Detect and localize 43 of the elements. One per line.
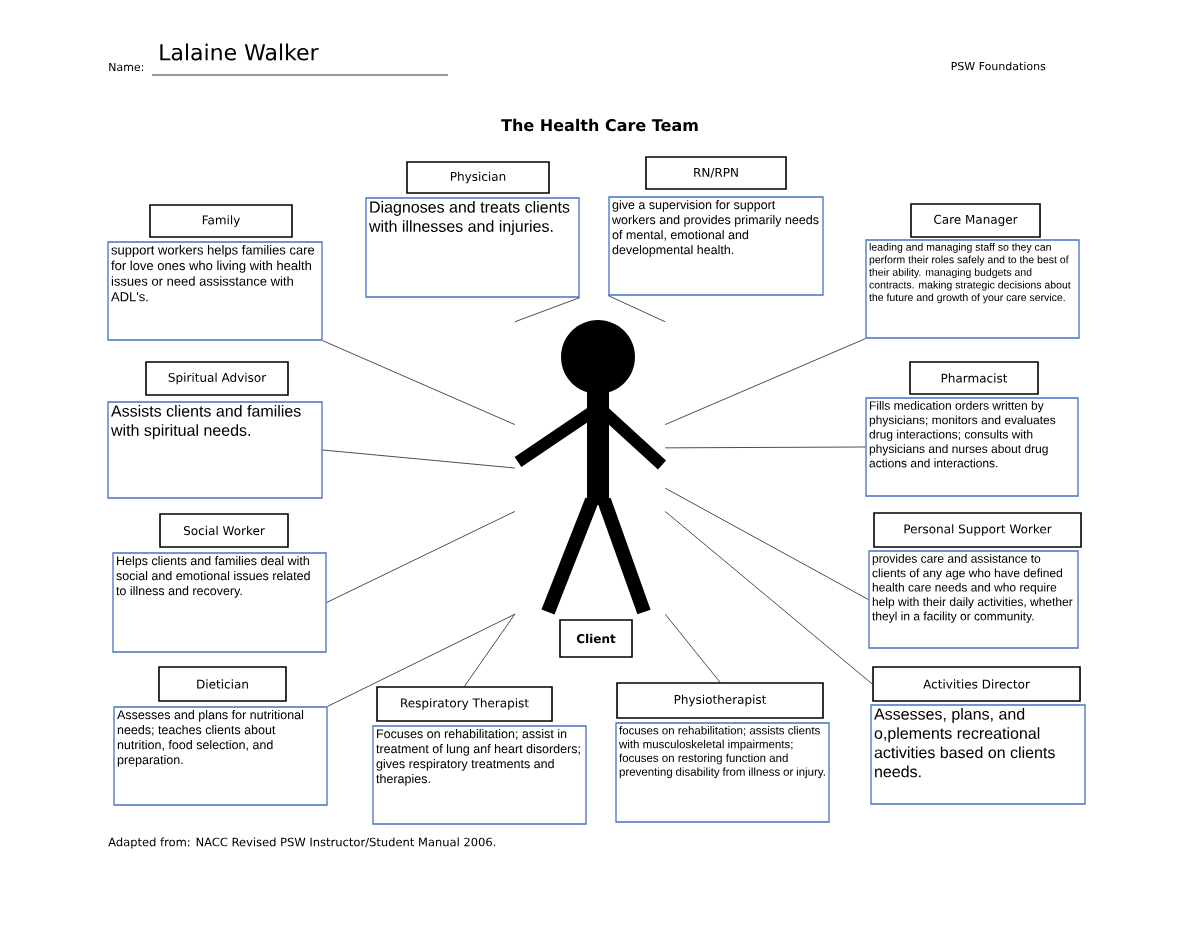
role-box: Care Manager [910,203,1041,238]
description-box: Assists clients and families with spiritual needs. [107,401,323,499]
caption: Adapted from: NACC Revised PSW Instructor/Student Manual 2006. [108,837,496,849]
role-box: Pharmacist [909,361,1039,395]
connector-line [608,295,666,323]
person-drawing [514,320,667,615]
connector-line [664,487,869,600]
connector-line [664,511,873,685]
connector-line [664,338,866,425]
description-box: Assesses, plans, and o,plements recreational activities based on clients needs. [870,704,1086,805]
connector-line [514,297,580,323]
connector-line [322,449,516,469]
course-label: PSW Foundations [951,61,1046,71]
description-box: provides care and assistance to clients of any age who have defined health care needs and who require help with their daily activities, whether theyl in a facility or community. [868,550,1079,649]
connector-line [464,613,516,687]
role-box: Client [559,619,633,658]
role-box: Respiratory Therapist [376,686,553,722]
role-box: Physiotherapist [616,682,824,719]
role-box: Social Worker [159,513,289,548]
role-box: Dietician [158,666,287,702]
connector-line [327,613,516,707]
role-box: Family [149,204,293,238]
name-label: Name: [109,62,144,72]
role-box: RN/RPN [645,156,787,190]
connector-line [326,511,516,603]
description-box: Focuses on rehabilitation; assist in treatment of lung anf heart disorders; gives respiratory treatments and therapies. [372,725,587,825]
handwritten-name: Lalaine Walker [160,43,319,61]
description-box: Fills medication orders written by physicians; monitors and evaluates drug interactions; consults with physicians and nurses about drug actions and interactions. [865,397,1079,497]
description-box: Diagnoses and treats clients with illnesses and injuries. [365,197,580,298]
description-box: support workers helps families care for love ones who living with health issues or need assisstance with ADL's. [107,241,323,341]
role-box: Physician [406,161,550,194]
role-box: Personal Support Worker [873,512,1082,548]
description-box: Helps clients and families deal with social and emotional issues related to illness and recovery. [112,552,327,653]
description-box: give a supervision for support workers and provides primarily needs of mental, emotional and developmental health. [608,196,824,296]
title: The Health Care Team [501,118,698,132]
description-box: focuses on rehabilitation; assists clients with musculoskeletal impairments; focuses on restoring function and preventing disability from illness or injury. [615,722,830,823]
description-box: leading and managing staff so they can perform their roles safely and to the best of their ability. managing budgets and contracts. making strategic decisions about the future and growth of your care service. [865,239,1080,339]
connector-line [322,340,516,425]
connector-line [664,613,721,683]
role-box: Spiritual Advisor [145,361,289,396]
connector-line [664,446,866,449]
description-box: Assesses and plans for nutritional needs; teaches clients about nutrition, food selection, and preparation. [113,706,328,806]
role-box: Activities Director [872,666,1081,702]
